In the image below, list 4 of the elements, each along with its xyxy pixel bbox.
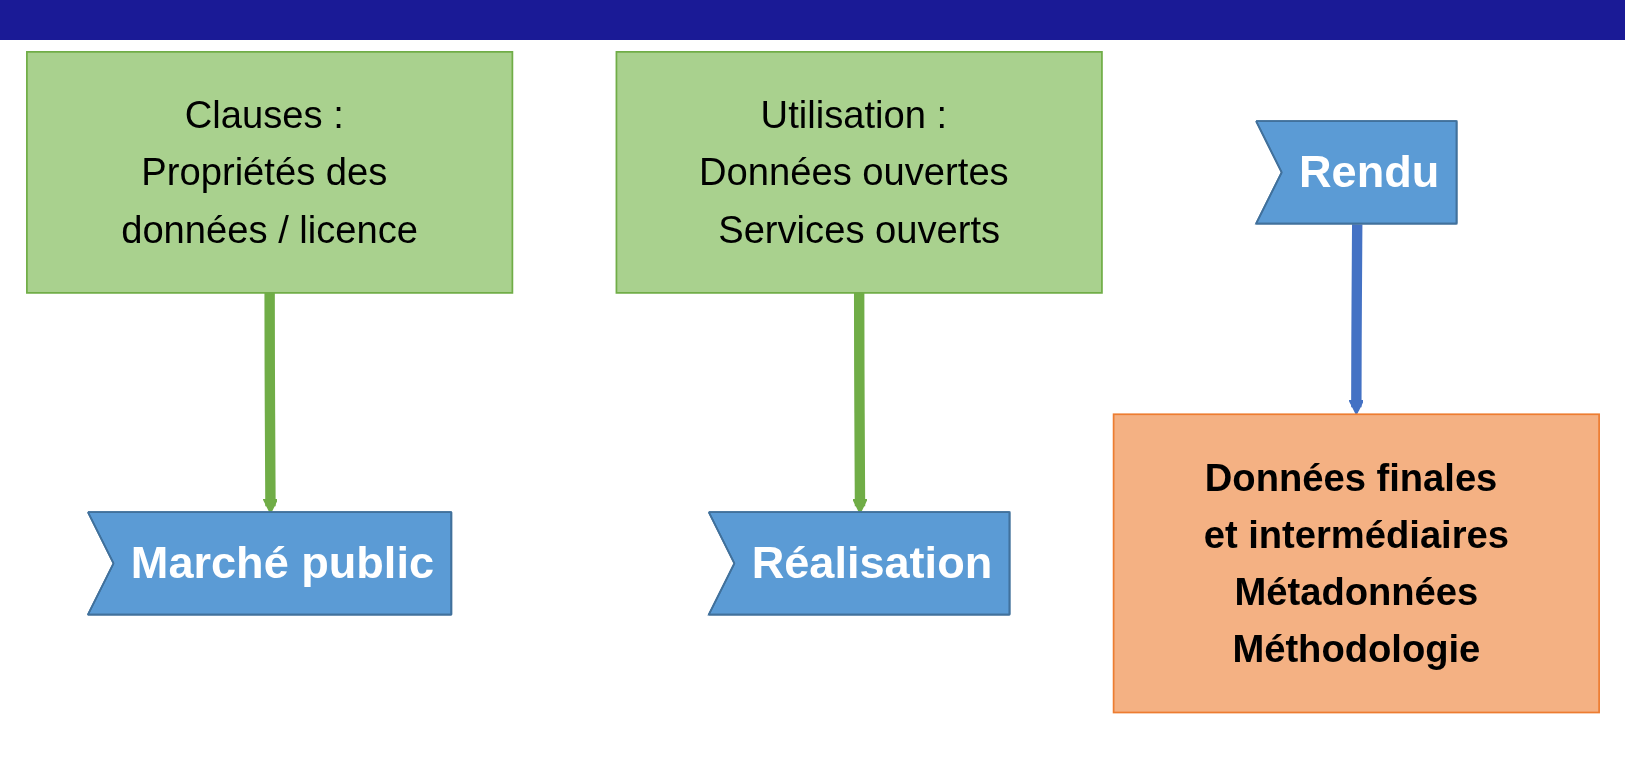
- node-box: Utilisation : Données ouvertes Services ouverts: [615, 50, 1103, 294]
- node-box: Données finales et intermédiaires Métadonnées Méthodologie: [1112, 413, 1600, 714]
- arrow: [1348, 224, 1364, 415]
- node-box: Clauses : Propriétés des données / licence: [25, 50, 513, 294]
